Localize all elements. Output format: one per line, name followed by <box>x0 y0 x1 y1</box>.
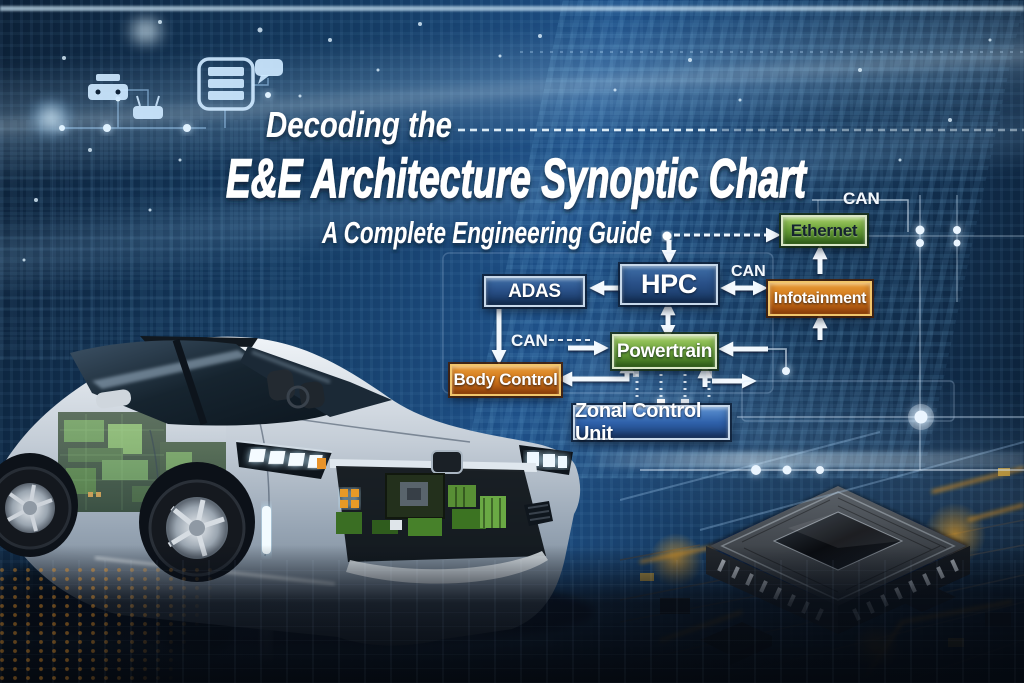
vignette <box>0 0 1024 683</box>
hero-banner: Decoding the E&E Architecture Synoptic C… <box>0 0 1024 683</box>
